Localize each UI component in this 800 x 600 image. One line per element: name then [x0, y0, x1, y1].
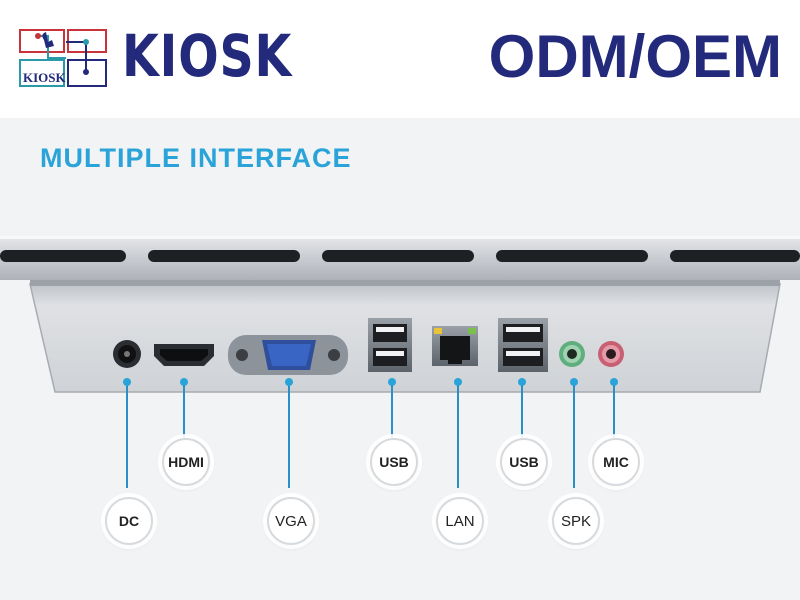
callout-line [521, 382, 523, 438]
vent-slot [0, 250, 126, 262]
port-label-usb: USB [370, 438, 418, 486]
vent-slot [322, 250, 474, 262]
speaker-jack-icon [559, 341, 585, 367]
service-label: ODM/OEM [488, 23, 782, 90]
usb-port-icon [368, 318, 412, 372]
callout-dot [123, 378, 131, 386]
callout-dot [285, 378, 293, 386]
vga-port-icon [228, 335, 348, 375]
kiosk-logo-icon: KIOSK [19, 29, 107, 87]
vent-slot [670, 250, 800, 262]
port-label-mic: MIC [592, 438, 640, 486]
vent-slot [148, 250, 300, 262]
callout-dot [454, 378, 462, 386]
port-label-usb: USB [500, 438, 548, 486]
header: KIOSK KIOSK ODM/OEM [0, 0, 800, 118]
device-rear-panel [0, 236, 800, 393]
dc-port-icon [113, 340, 141, 368]
port-label-vga: VGA [267, 497, 315, 545]
mic-jack-icon [598, 341, 624, 367]
brand-name: KIOSK [122, 22, 293, 90]
callout-line [288, 382, 290, 488]
callout-line [457, 382, 459, 488]
port-label-hdmi: HDMI [162, 438, 210, 486]
callout-dot [570, 378, 578, 386]
hdmi-port-icon [154, 344, 214, 366]
callout-dot [180, 378, 188, 386]
section-headline: MULTIPLE INTERFACE [40, 143, 352, 173]
port-label-lan: LAN [436, 497, 484, 545]
lan-port-icon [432, 326, 478, 366]
callout-line [573, 382, 575, 488]
callout-line [391, 382, 393, 438]
port-label-spk: SPK [552, 497, 600, 545]
callout-dot [610, 378, 618, 386]
callout-line [126, 382, 128, 488]
port-label-dc: DC [105, 497, 153, 545]
logo-text: KIOSK [23, 70, 67, 85]
usb-port-icon [498, 318, 548, 372]
callout-dot [518, 378, 526, 386]
vent-slot [496, 250, 648, 262]
callout-line [183, 382, 185, 438]
callout-dot [388, 378, 396, 386]
callout-line [613, 382, 615, 438]
